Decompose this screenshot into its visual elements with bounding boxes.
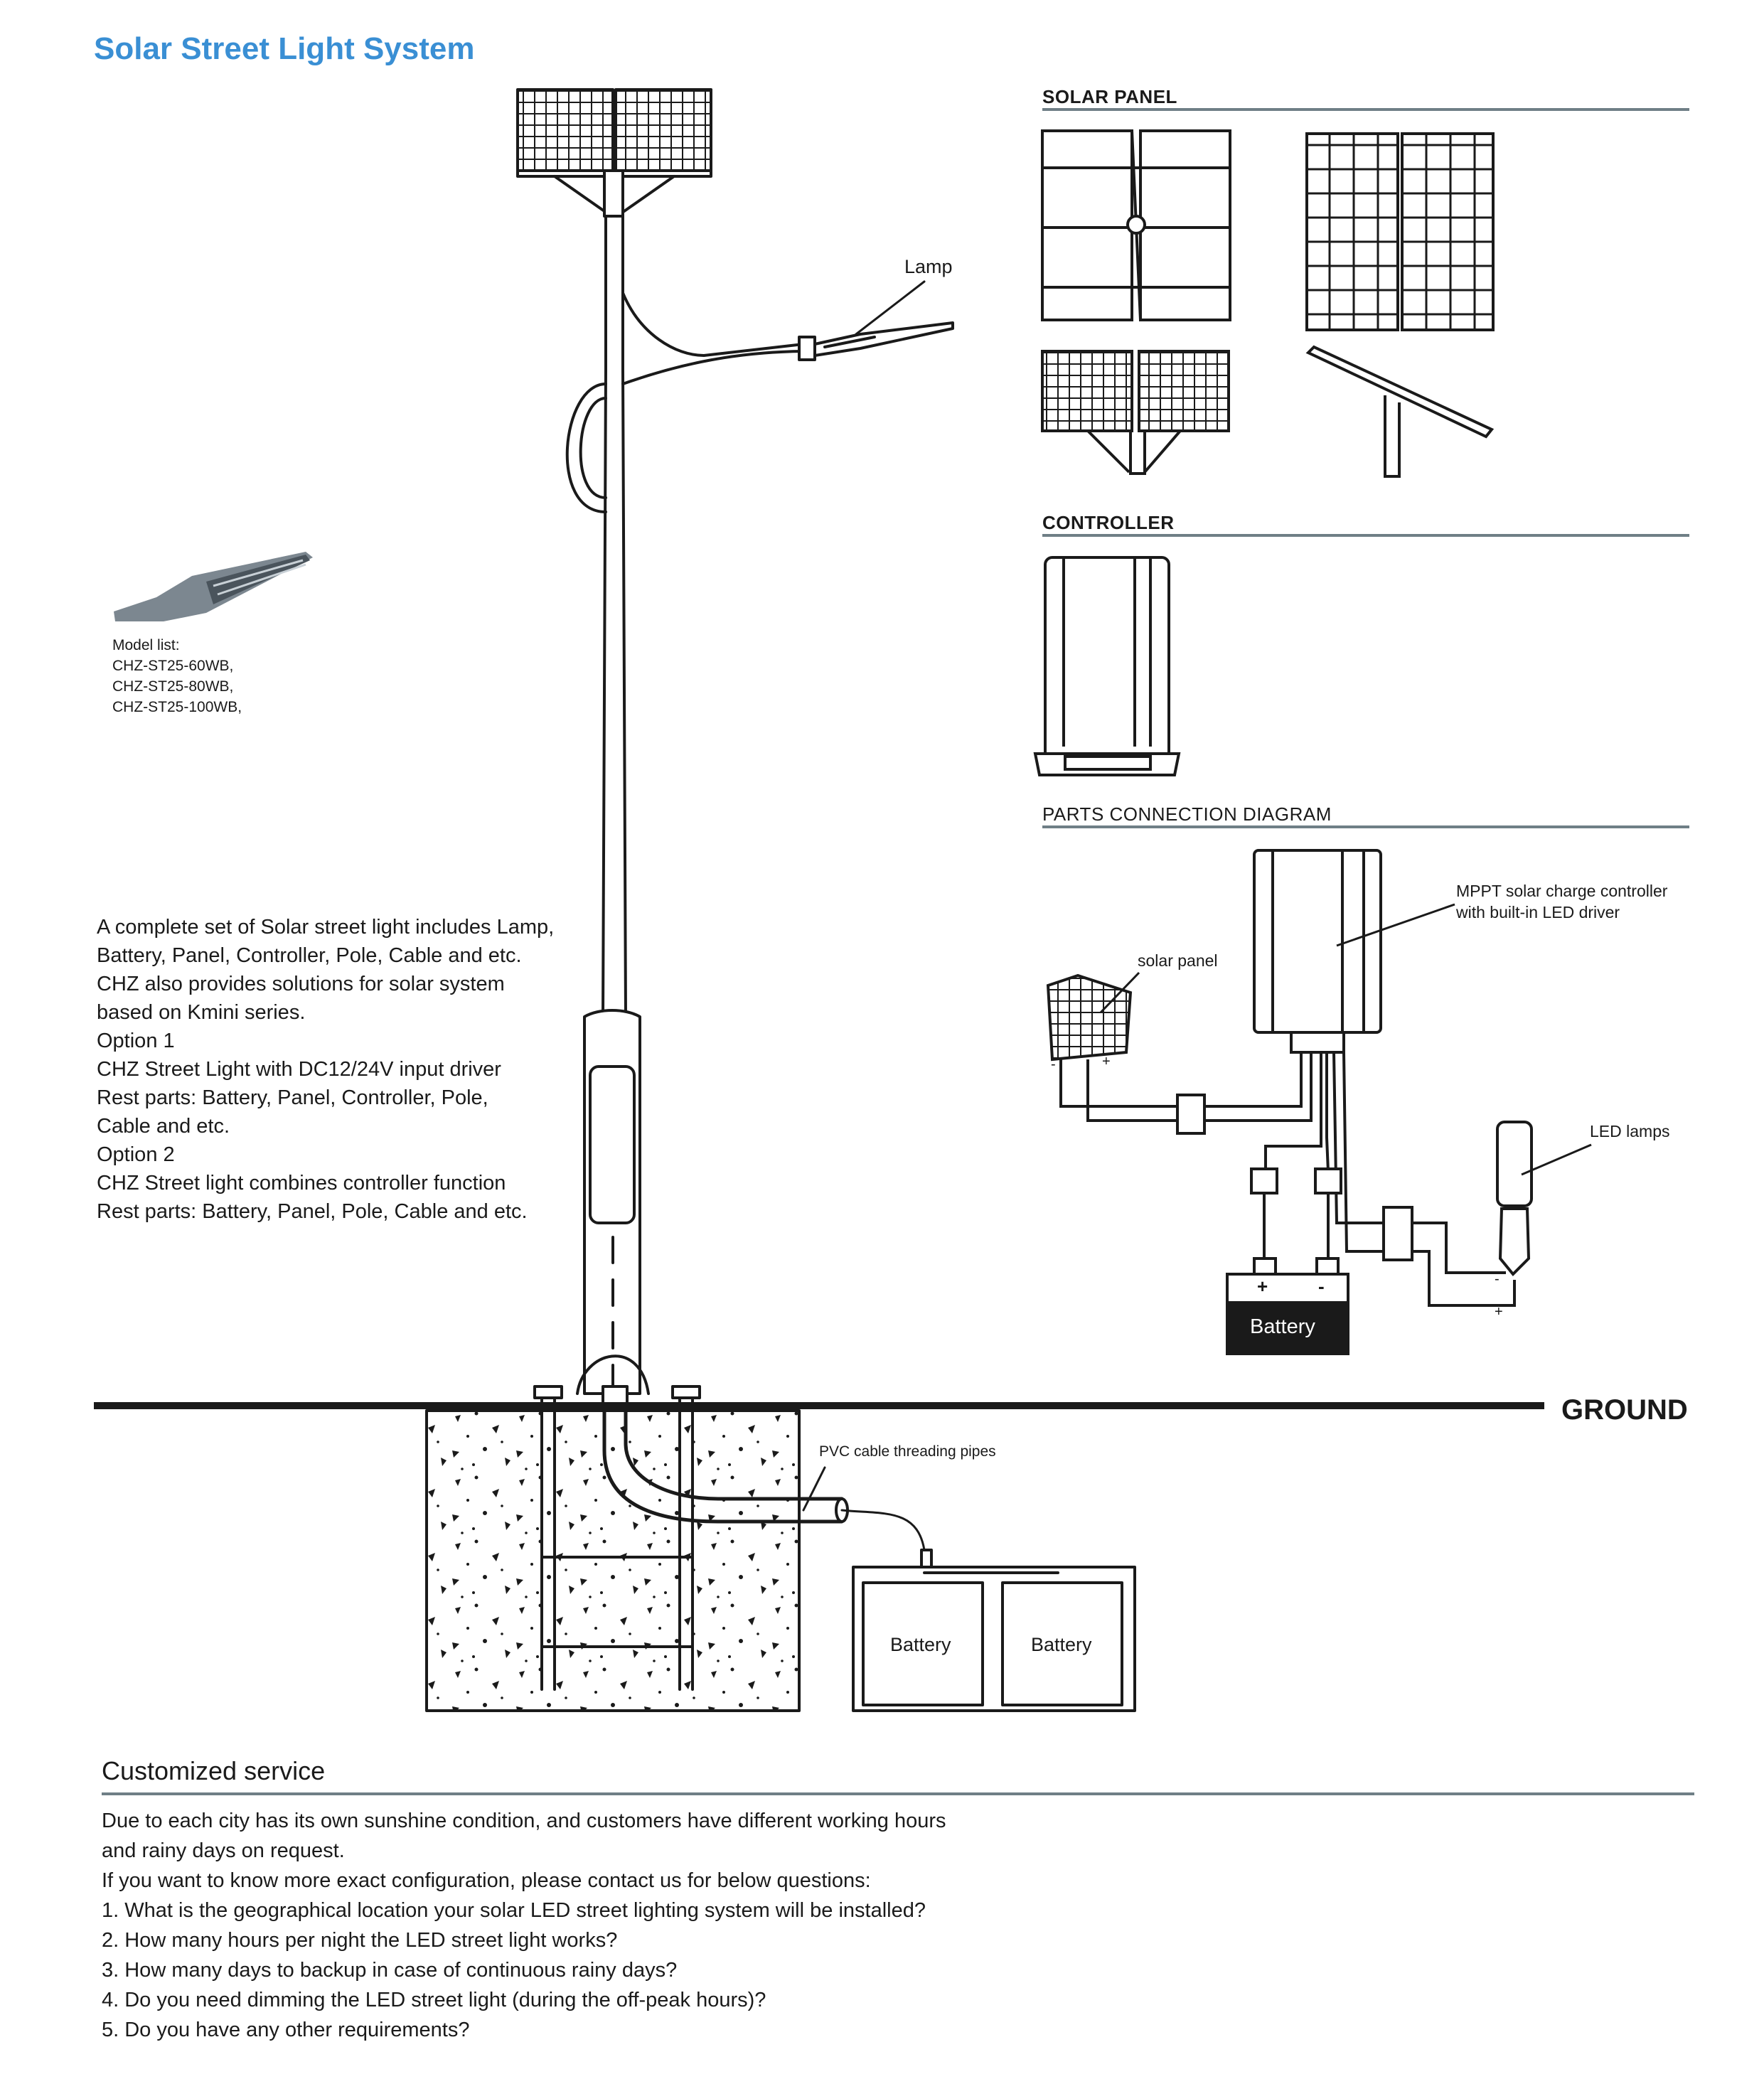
model-list: Model list: CHZ-ST25-60WB, CHZ-ST25-80WB… [112,635,242,717]
controller-drawing [1033,556,1181,776]
label-panel-plus: + [1102,1054,1111,1069]
service-line: 3. How many days to backup in case of co… [102,1959,678,1982]
description-line: CHZ also provides solutions for solar sy… [97,973,505,995]
label-ground: GROUND [1561,1394,1688,1426]
description-line: CHZ Street Light with DC12/24V input dri… [97,1058,501,1081]
model-list-item: Model list: [112,637,180,653]
service-line: 4. Do you need dimming the LED street li… [102,1989,766,2011]
description-line: based on Kmini series. [97,1001,306,1024]
label-mppt-2: with built-in LED driver [1456,903,1620,921]
label-panel-minus: - [1051,1057,1056,1072]
section-title-parts-connection: PARTS CONNECTION DIAGRAM [1042,803,1332,825]
section-title-solar-panel: SOLAR PANEL [1042,86,1177,107]
customized-service-title: Customized service [102,1756,326,1785]
description-text: A complete set of Solar street light inc… [97,913,609,1226]
lamp-product-image [114,552,313,621]
service-line: and rainy days on request. [102,1839,345,1862]
description-line: Rest parts: Battery, Panel, Controller, … [97,1086,488,1109]
model-list-item: CHZ-ST25-100WB, [112,699,242,715]
label-mppt-1: MPPT solar charge controller [1456,882,1668,900]
service-line: If you want to know more exact configura… [102,1869,871,1892]
label-led-lamps: LED lamps [1590,1122,1670,1140]
service-line: Due to each city has its own sunshine co… [102,1810,946,1832]
section-rule [1042,108,1689,111]
section-title-controller: CONTROLLER [1042,512,1175,533]
label-lamp-minus: - [1495,1271,1500,1287]
label-lamp: Lamp [904,256,953,277]
service-line: 5. Do you have any other requirements? [102,2019,470,2041]
description-line: Cable and etc. [97,1115,230,1138]
service-line: 2. How many hours per night the LED stre… [102,1929,618,1952]
solar-panel-views [1041,129,1495,478]
service-line: 1. What is the geographical location you… [102,1899,926,1922]
label-lamp-plus: + [1495,1304,1503,1320]
ground-line [94,1402,1544,1409]
label-battery-1: Battery [890,1634,951,1655]
label-battery-minus: - [1318,1276,1325,1297]
label-solar-panel: solar panel [1138,951,1218,970]
label-battery-diagram: Battery [1250,1315,1315,1338]
label-pvc-pipes: PVC cable threading pipes [819,1443,996,1460]
pole-upper [602,215,627,1018]
lamp-head [798,321,954,361]
label-battery-plus: + [1257,1276,1268,1297]
pole-solar-panel [516,88,712,218]
description-line: A complete set of Solar street light inc… [97,916,555,939]
description-line: Rest parts: Battery, Panel, Pole, Cable … [97,1200,528,1223]
section-rule [1042,825,1689,828]
description-line: Battery, Panel, Controller, Pole, Cable … [97,944,522,967]
description-line: CHZ Street light combines controller fun… [97,1172,506,1195]
customized-service-text: Due to each city has its own sunshine co… [102,1806,1310,2045]
section-rule [102,1792,1694,1795]
model-list-item: CHZ-ST25-80WB, [112,678,234,695]
model-list-item: CHZ-ST25-60WB, [112,658,234,674]
label-battery-2: Battery [1031,1634,1092,1655]
street-light-diagram [94,88,1592,1712]
page-title: Solar Street Light System [94,31,475,66]
connection-diagram [1046,849,1592,1355]
section-rule [1042,534,1689,537]
description-line: Option 2 [97,1143,175,1166]
description-line: Option 1 [97,1030,175,1052]
